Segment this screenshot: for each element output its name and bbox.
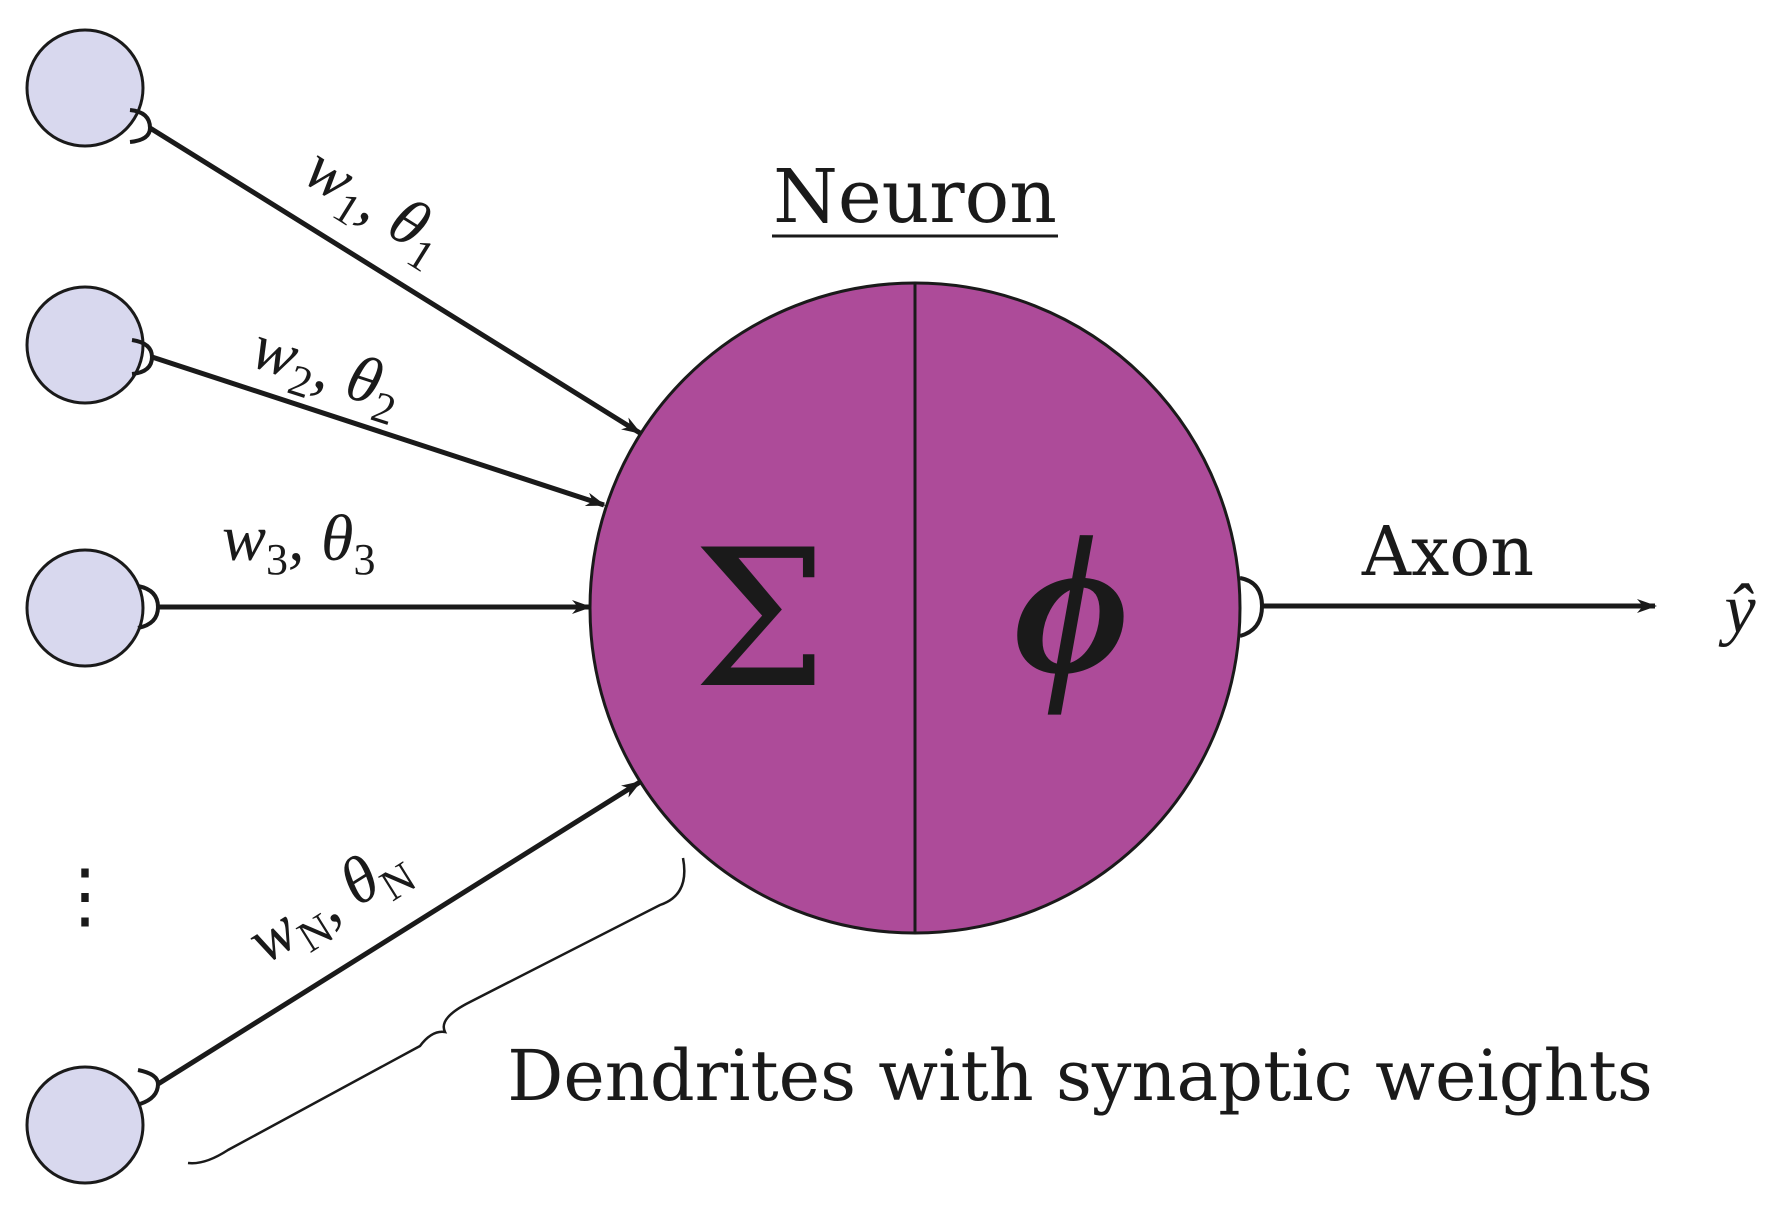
weight-label-n: wN, θN [234,824,424,985]
weight-w-3: w [222,502,266,575]
inputs-ellipsis: ⋮ [49,853,121,937]
output-label: ŷ [1718,571,1756,648]
theta-sub-3: 3 [353,535,375,584]
dendrite-arrow-1 [148,125,642,436]
dendrites-label: Dendrites with synaptic weights [507,1035,1653,1117]
axon-label: Axon [1361,513,1534,592]
input-node-1 [25,28,145,148]
dendrites-brace [187,857,686,1165]
theta-3: θ [321,502,353,575]
activation-symbol: ϕ [1014,495,1130,716]
sum-symbol: Σ [693,509,827,730]
weight-label-3: w3, θ3 [222,502,375,584]
weight-label-1: w1, θ1 [287,131,461,282]
input-node-n [25,1065,145,1185]
weight-label-2: w2, θ2 [241,310,412,435]
input-node-2 [25,285,145,405]
dendrite-arrow-n [156,779,642,1087]
neuron-title: Neuron [773,154,1057,240]
synapse-hook-3 [137,584,160,630]
weight-sub-3: 3 [266,535,288,584]
synapse-hook-n [137,1068,160,1106]
input-node-3 [25,548,145,668]
output-synapse-hook [1239,576,1264,638]
dendrite-arrow-2 [151,354,606,508]
